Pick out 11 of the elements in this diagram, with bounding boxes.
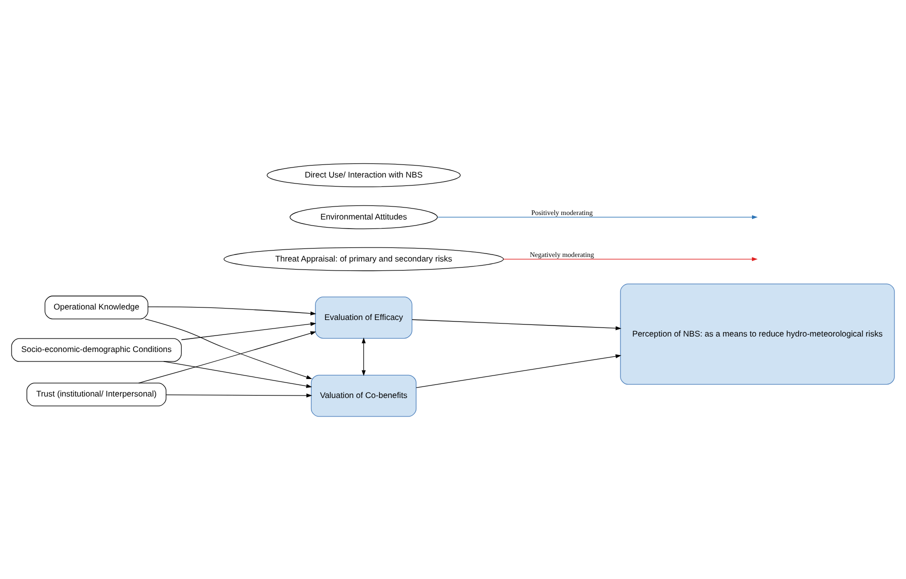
arrow: [503, 256, 758, 261]
arrow: [362, 337, 366, 376]
arrow: [181, 322, 316, 340]
arrow: [144, 318, 312, 379]
arrow: [138, 330, 316, 383]
arrow: [437, 214, 758, 219]
arrow: [148, 306, 316, 315]
arrow: [163, 360, 312, 388]
arrow: [412, 318, 622, 330]
arrow: [166, 393, 312, 398]
arrow: [416, 354, 622, 388]
